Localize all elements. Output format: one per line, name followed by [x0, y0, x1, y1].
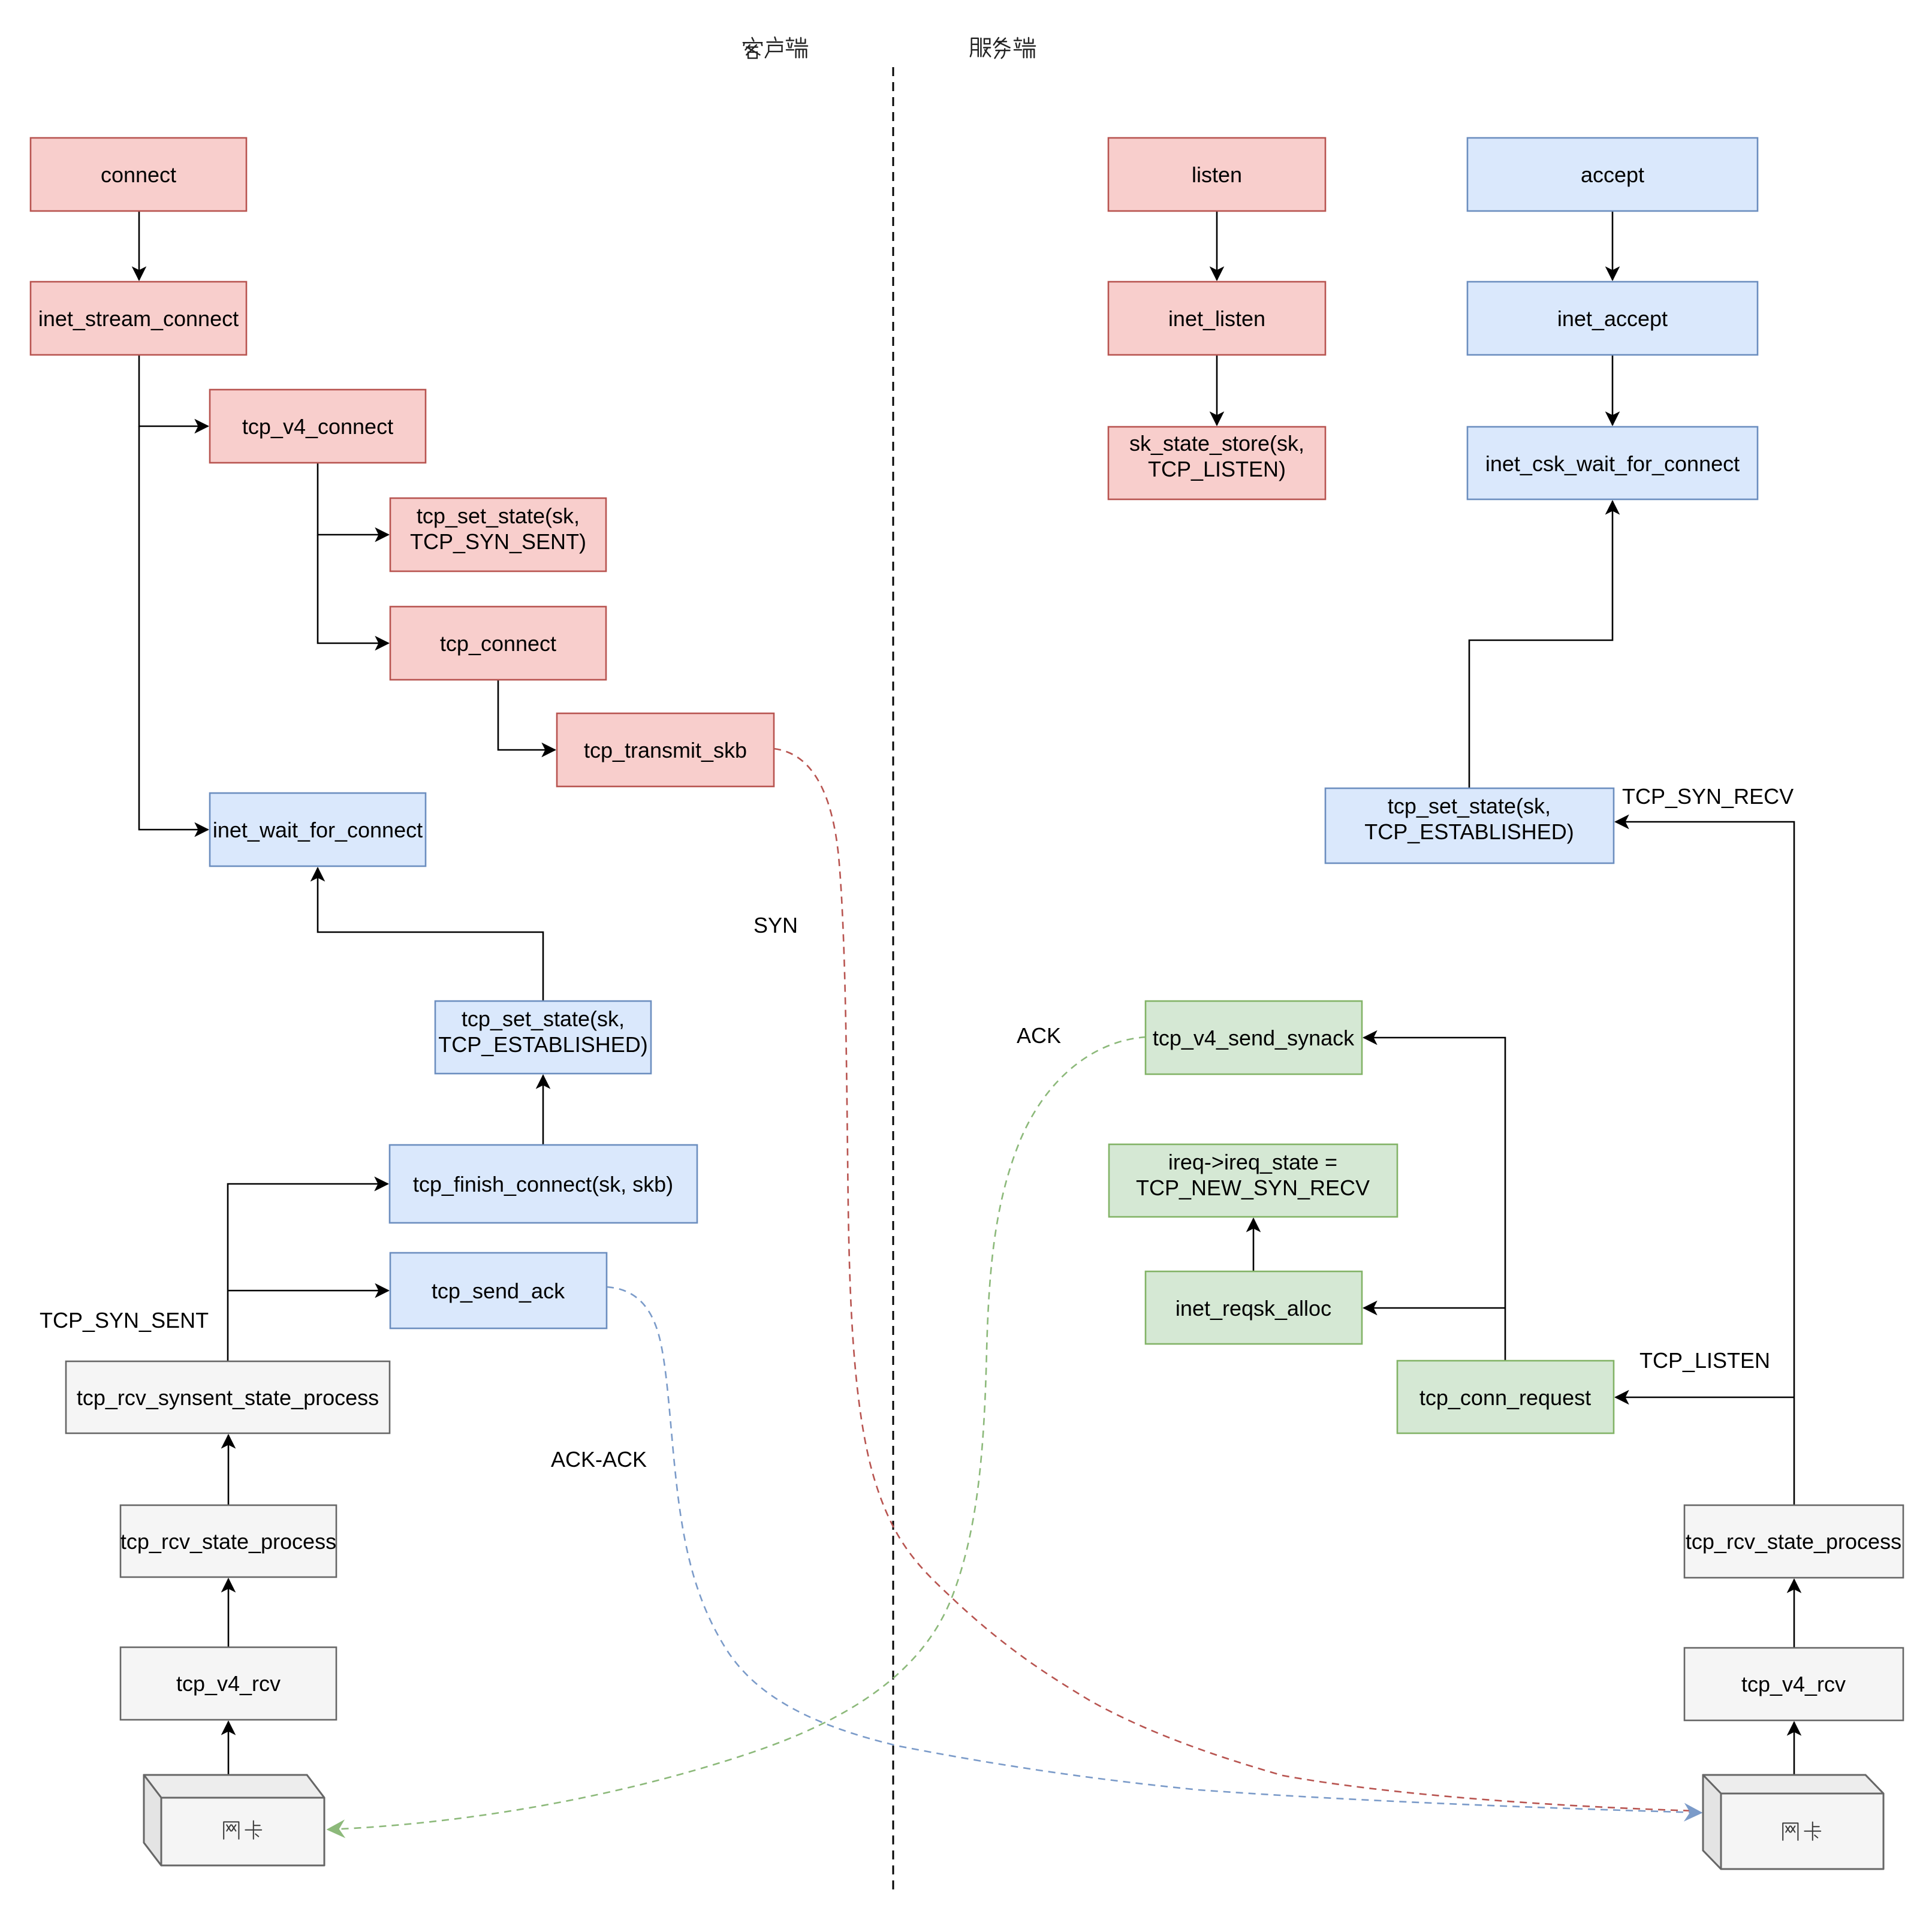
svg-text:tcp_set_state(sk,TCP_ESTABLISH: tcp_set_state(sk,TCP_ESTABLISHED) — [1364, 794, 1574, 844]
svg-text:inet_accept: inet_accept — [1557, 306, 1668, 331]
svg-text:accept: accept — [1581, 162, 1644, 187]
svg-text:connect: connect — [101, 162, 176, 187]
svg-text:tcp_transmit_skb: tcp_transmit_skb — [584, 738, 747, 762]
svg-text:tcp_rcv_synsent_state_process: tcp_rcv_synsent_state_process — [77, 1385, 379, 1410]
svg-text:inet_reqsk_alloc: inet_reqsk_alloc — [1176, 1296, 1331, 1321]
svg-text:tcp_v4_connect: tcp_v4_connect — [242, 414, 393, 439]
svg-text:inet_csk_wait_for_connect: inet_csk_wait_for_connect — [1485, 451, 1740, 476]
svg-text:tcp_connect: tcp_connect — [440, 631, 556, 656]
svg-text:TCP_SYN_RECV: TCP_SYN_RECV — [1622, 784, 1794, 809]
svg-text:tcp_finish_connect(sk, skb): tcp_finish_connect(sk, skb) — [413, 1172, 673, 1196]
svg-text:inet_wait_for_connect: inet_wait_for_connect — [213, 818, 423, 842]
svg-text:tcp_conn_request: tcp_conn_request — [1419, 1385, 1591, 1410]
svg-text:sk_state_store(sk,TCP_LISTEN): sk_state_store(sk,TCP_LISTEN) — [1129, 431, 1304, 481]
svg-text:SYN: SYN — [753, 913, 798, 938]
svg-text:tcp_set_state(sk,TCP_SYN_SENT): tcp_set_state(sk,TCP_SYN_SENT) — [410, 504, 586, 554]
svg-text:tcp_v4_rcv: tcp_v4_rcv — [176, 1671, 281, 1696]
svg-text:tcp_v4_send_synack: tcp_v4_send_synack — [1153, 1026, 1355, 1050]
svg-text:tcp_set_state(sk,TCP_ESTABLISH: tcp_set_state(sk,TCP_ESTABLISHED) — [438, 1006, 647, 1057]
svg-text:tcp_rcv_state_process: tcp_rcv_state_process — [120, 1529, 336, 1554]
svg-text:inet_listen: inet_listen — [1168, 306, 1265, 331]
svg-text:TCP_LISTEN: TCP_LISTEN — [1639, 1348, 1770, 1373]
svg-text:ireq->ireq_state =TCP_NEW_SYN_: ireq->ireq_state =TCP_NEW_SYN_RECV — [1136, 1150, 1370, 1200]
svg-text:TCP_SYN_SENT: TCP_SYN_SENT — [40, 1308, 209, 1333]
svg-text:listen: listen — [1192, 162, 1242, 187]
svg-text:tcp_rcv_state_process: tcp_rcv_state_process — [1686, 1529, 1901, 1554]
svg-text:tcp_send_ack: tcp_send_ack — [432, 1279, 565, 1303]
svg-text:ACK: ACK — [1017, 1023, 1061, 1048]
svg-text:ACK-ACK: ACK-ACK — [551, 1447, 647, 1472]
svg-text:tcp_v4_rcv: tcp_v4_rcv — [1741, 1672, 1846, 1696]
svg-text:inet_stream_connect: inet_stream_connect — [38, 306, 239, 331]
